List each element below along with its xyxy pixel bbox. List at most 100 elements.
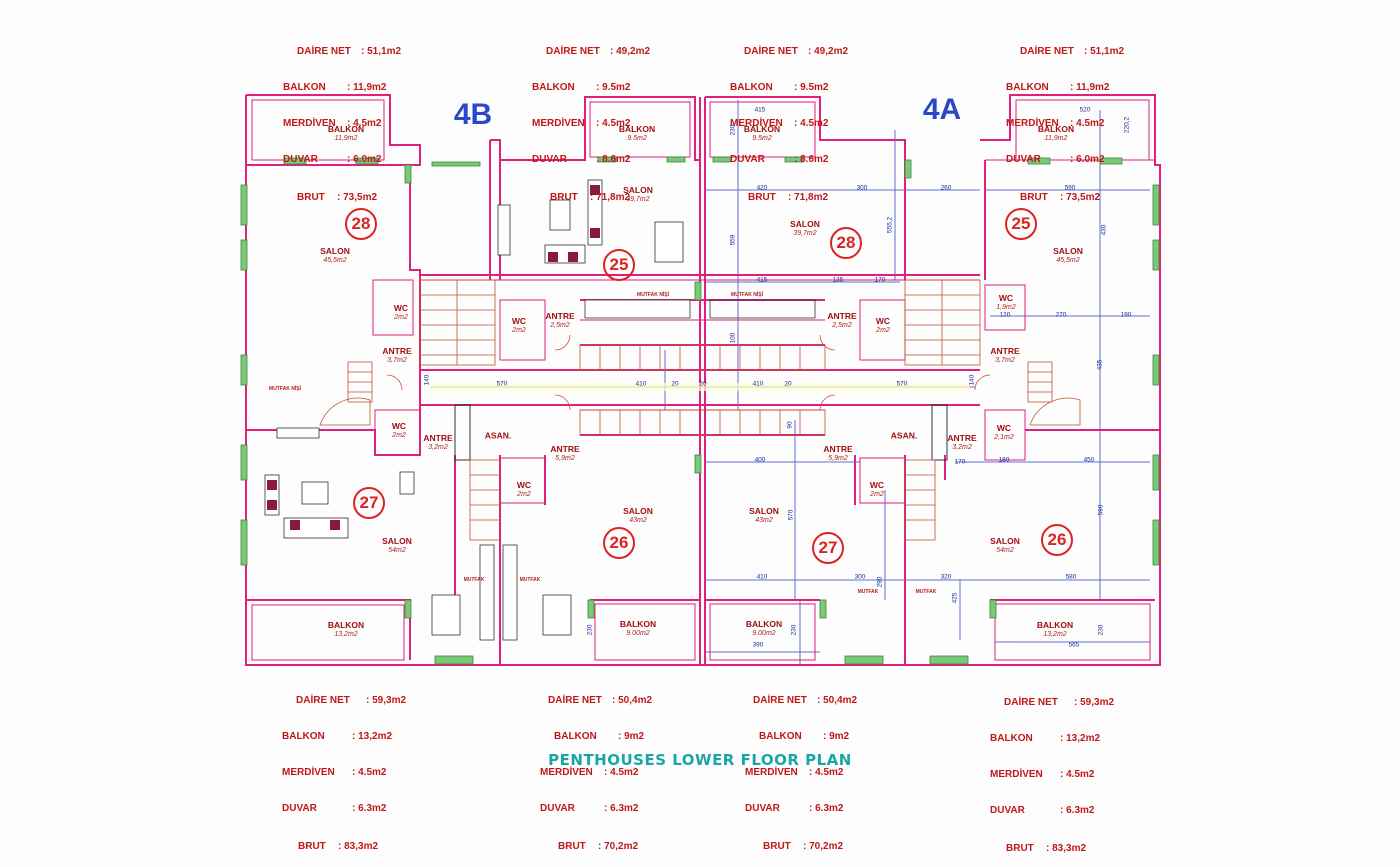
- block-label-4a: 4A: [922, 93, 962, 126]
- dimension-label: 20: [784, 380, 792, 388]
- dimension-label: 90: [786, 421, 794, 429]
- plan-title: PENTHOUSES LOWER FLOOR PLAN: [548, 751, 852, 769]
- dimension-label: 180: [998, 456, 1010, 464]
- dimension-label: 435: [1096, 359, 1104, 371]
- stats-bottom-4: DAİRE NET: 59,3m2 BALKON: 13,2m2 MERDİVE…: [990, 697, 1115, 854]
- floor-plan-drawing: [240, 94, 1161, 666]
- dimension-label: 140: [968, 374, 976, 386]
- kitchen-label: MUTFAK: [519, 577, 541, 583]
- dimension-label: 120: [999, 311, 1011, 319]
- apartment-number: 26: [1041, 524, 1073, 556]
- furniture-accents: [267, 185, 600, 530]
- dimension-label: 270: [1055, 311, 1067, 319]
- kitchen-label: MUTFAK: [857, 589, 879, 595]
- dimension-label: 100: [729, 332, 737, 344]
- dimension-label: 590: [1064, 184, 1076, 192]
- dimension-label: 580: [1065, 573, 1077, 581]
- apartment-number: 25: [1005, 208, 1037, 240]
- dimension-label: 570: [496, 380, 508, 388]
- staircases: [319, 279, 1081, 541]
- furniture: [264, 179, 816, 641]
- dimension-label: 415: [754, 106, 766, 114]
- dimension-label: 590: [1097, 504, 1105, 516]
- dimension-label: 410: [756, 573, 768, 581]
- dimension-label: 415: [756, 276, 768, 284]
- dimension-label: 410: [752, 380, 764, 388]
- dimension-label: 220,2: [1123, 116, 1131, 134]
- apartment-number: 28: [345, 208, 377, 240]
- kitchen-label: MUTFAK: [915, 589, 937, 595]
- stats-top-3: DAİRE NET: 49,2m2 BALKON: 9.5m2 MERDİVEN…: [730, 46, 849, 203]
- apartment-number: 25: [603, 249, 635, 281]
- block-label-4b: 4B: [453, 98, 493, 131]
- dimension-label: 230: [790, 624, 798, 636]
- dimension-label: 230: [1097, 624, 1105, 636]
- dimension-label: 390: [752, 641, 764, 649]
- kitchen-label: MUTFAK: [463, 577, 485, 583]
- dimension-label: 190: [1120, 311, 1132, 319]
- dimension-label: 230: [586, 624, 594, 636]
- door-swings: [386, 334, 991, 411]
- apartment-number: 27: [812, 532, 844, 564]
- dimension-label: 300: [856, 184, 868, 192]
- windows: [240, 156, 1160, 665]
- apartment-number: 26: [603, 527, 635, 559]
- dimension-label: 570: [896, 380, 908, 388]
- dimension-label: 20: [671, 380, 679, 388]
- room-label: ASAN.: [484, 430, 512, 441]
- dimension-label: 170: [954, 458, 966, 466]
- kitchen-niche-label: MUTFAK NİŞİ: [269, 386, 301, 392]
- room-label: ASAN.: [890, 430, 918, 441]
- kitchen-niche-label: MUTFAK NİŞİ: [637, 292, 669, 298]
- dimension-label: 300: [854, 573, 866, 581]
- stats-top-4: DAİRE NET: 51,1m2 BALKON: 11,9m2 MERDİVE…: [1006, 46, 1125, 203]
- dimension-label: 570: [787, 509, 795, 521]
- dimension-label: 170: [874, 276, 886, 284]
- dimension-label: 559: [729, 234, 737, 246]
- apartment-number: 28: [830, 227, 862, 259]
- dimension-label: 320: [940, 573, 952, 581]
- kitchen-niche-label: MUTFAK NİŞİ: [731, 292, 763, 298]
- dimension-label: 140: [423, 374, 431, 386]
- stats-bottom-1: DAİRE NET: 59,3m2 BALKON: 13,2m2 MERDİVE…: [282, 695, 407, 852]
- dimension-label: 135: [832, 276, 844, 284]
- dimension-label: 555,2: [886, 216, 894, 234]
- dimension-label: 430: [1100, 224, 1108, 236]
- dimension-label: 420: [756, 184, 768, 192]
- stats-top-1: DAİRE NET: 51,1m2 BALKON: 11,9m2 MERDİVE…: [283, 46, 402, 203]
- dimension-label: 565: [1068, 641, 1080, 649]
- stats-top-2: DAİRE NET: 49,2m2 BALKON: 9.5m2 MERDİVEN…: [532, 46, 651, 203]
- dimension-label: 400: [754, 456, 766, 464]
- dimension-label: 230: [729, 124, 737, 136]
- dimension-label: 260: [940, 184, 952, 192]
- dimension-label: 520: [1079, 106, 1091, 114]
